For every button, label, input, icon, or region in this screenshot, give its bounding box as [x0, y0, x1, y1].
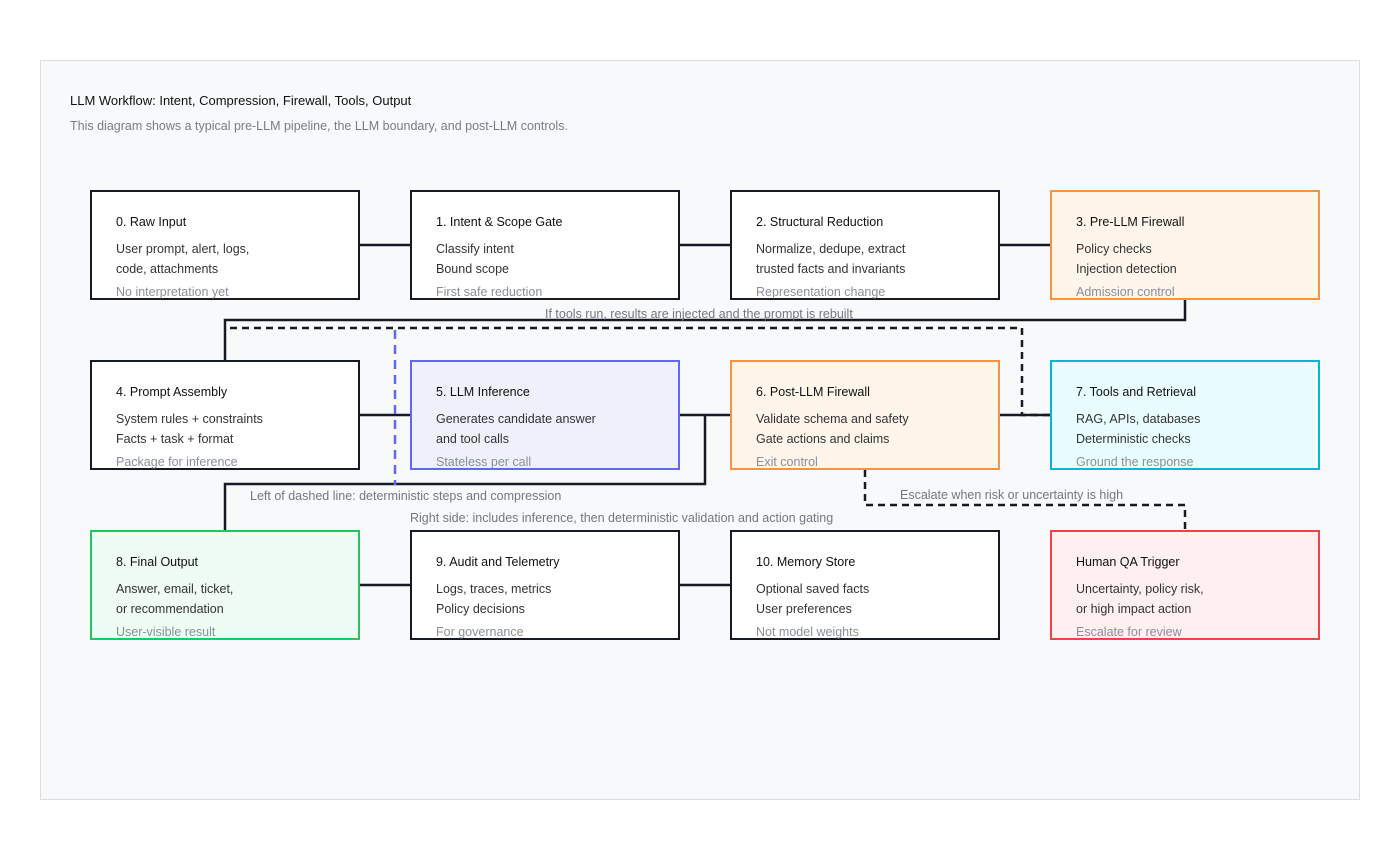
node-footer: For governance [436, 625, 524, 639]
tool-loop-label: If tools run, results are injected and t… [545, 307, 853, 321]
node-line: Answer, email, ticket, [116, 582, 234, 596]
node-title: 0. Raw Input [116, 215, 187, 229]
node-line: User prompt, alert, logs, [116, 242, 250, 256]
edge-3-4 [223, 300, 1187, 360]
tool-loop-edge [228, 326, 1050, 417]
node-title: 7. Tools and Retrieval [1076, 385, 1196, 399]
node-title: 9. Audit and Telemetry [436, 555, 560, 569]
node-line: RAG, APIs, databases [1076, 412, 1201, 426]
node-footer: Package for inference [116, 455, 238, 469]
node-line: Deterministic checks [1076, 432, 1191, 446]
node-line: Optional saved facts [756, 582, 870, 596]
edge-5-8 [223, 415, 707, 530]
node-title: 1. Intent & Scope Gate [436, 215, 563, 229]
node-title: Human QA Trigger [1076, 555, 1180, 569]
node-line: Classify intent [436, 242, 514, 256]
node-footer: User-visible result [116, 625, 216, 639]
left-side-label: Left of dashed line: deterministic steps… [250, 489, 562, 503]
node-title: 5. LLM Inference [436, 385, 530, 399]
node-footer: Exit control [756, 455, 818, 469]
node-line: Generates candidate answer [436, 412, 596, 426]
escalate-label: Escalate when risk or uncertainty is hig… [900, 488, 1124, 502]
node-footer: Representation change [756, 285, 886, 299]
node-line: Uncertainty, policy risk, [1076, 582, 1204, 596]
node-footer: Ground the response [1076, 455, 1194, 469]
node-footer: Not model weights [756, 625, 859, 639]
node-line: Logs, traces, metrics [436, 582, 552, 596]
node-line: Facts + task + format [116, 432, 234, 446]
node-line: code, attachments [116, 262, 219, 276]
escalate-edge [863, 470, 1187, 530]
node-line: Gate actions and claims [756, 432, 890, 446]
node-line: Policy checks [1076, 242, 1152, 256]
right-side-label: Right side: includes inference, then det… [410, 511, 834, 525]
node-title: 2. Structural Reduction [756, 215, 884, 229]
node-line: System rules + constraints [116, 412, 263, 426]
node-line: User preferences [756, 602, 852, 616]
node-title: 4. Prompt Assembly [116, 385, 228, 399]
diagram-subtitle: This diagram shows a typical pre-LLM pip… [70, 119, 568, 133]
node-line: Normalize, dedupe, extract [756, 242, 906, 256]
node-footer: First safe reduction [436, 285, 543, 299]
node-footer: Escalate for review [1076, 625, 1182, 639]
node-line: and tool calls [436, 432, 509, 446]
node-footer: Admission control [1076, 285, 1175, 299]
node-line: trusted facts and invariants [756, 262, 906, 276]
node-line: Policy decisions [436, 602, 525, 616]
node-title: 10. Memory Store [756, 555, 856, 569]
node-line: Bound scope [436, 262, 509, 276]
node-title: 6. Post-LLM Firewall [756, 385, 870, 399]
node-line: Injection detection [1076, 262, 1177, 276]
node-title: 8. Final Output [116, 555, 198, 569]
diagram-title: LLM Workflow: Intent, Compression, Firew… [70, 93, 412, 108]
node-footer: Stateless per call [436, 455, 532, 469]
node-line: or recommendation [116, 602, 224, 616]
node-footer: No interpretation yet [116, 285, 229, 299]
node-title: 3. Pre-LLM Firewall [1076, 215, 1185, 229]
node-line: Validate schema and safety [756, 412, 909, 426]
node-line: or high impact action [1076, 602, 1192, 616]
